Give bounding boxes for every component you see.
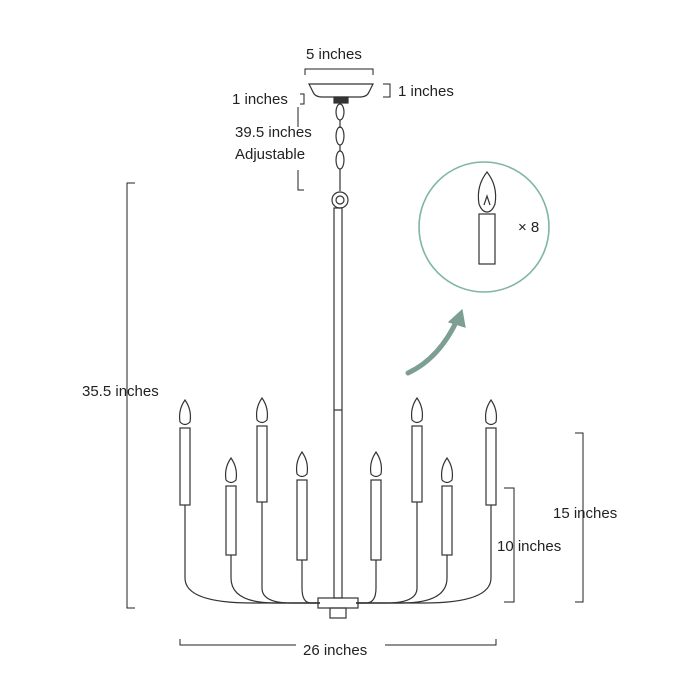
inner-height-label: 10 inches bbox=[497, 538, 562, 555]
bulb-icon bbox=[477, 171, 497, 265]
arm bbox=[356, 505, 492, 604]
arms bbox=[184, 502, 492, 604]
candle-sleeve bbox=[411, 425, 423, 503]
gap-bracket bbox=[297, 93, 305, 127]
arm bbox=[356, 502, 418, 604]
candles bbox=[178, 396, 498, 561]
width-label: 26 inches bbox=[303, 642, 368, 659]
arrow-icon bbox=[405, 315, 461, 376]
total-height-label: 35.5 inches bbox=[82, 383, 159, 400]
bulb-icon bbox=[410, 396, 424, 424]
chain bbox=[331, 103, 349, 209]
arm bbox=[356, 555, 448, 604]
canopy-width-bracket bbox=[304, 68, 374, 75]
canopy-width-label: 5 inches bbox=[306, 46, 362, 63]
candle bbox=[178, 398, 192, 506]
chain-note-label: Adjustable bbox=[235, 146, 306, 163]
outer-height-label: 15 inches bbox=[553, 505, 618, 522]
bulb-callout-circle bbox=[418, 161, 550, 293]
candle-sleeve bbox=[296, 479, 308, 561]
bulb-icon bbox=[224, 456, 238, 484]
total-height-bracket bbox=[126, 182, 135, 609]
outer-height-bracket bbox=[575, 432, 584, 603]
bulb-icon bbox=[255, 396, 269, 424]
canopy-height-bracket bbox=[383, 83, 391, 98]
bulb-icon bbox=[369, 450, 383, 478]
candle bbox=[224, 456, 238, 556]
chain-length-label: 39.5 inches bbox=[235, 124, 312, 141]
candle bbox=[440, 456, 454, 556]
arrow-head-icon bbox=[447, 308, 466, 328]
bulb-icon bbox=[178, 398, 192, 426]
bulb-icon bbox=[440, 456, 454, 484]
bulb-icon bbox=[484, 398, 498, 426]
center-rod bbox=[317, 207, 359, 619]
candle-sleeve bbox=[485, 427, 497, 506]
candle bbox=[369, 450, 383, 561]
inner-height-bracket bbox=[504, 487, 515, 603]
candle-sleeve bbox=[225, 485, 237, 556]
candle bbox=[295, 450, 309, 561]
canopy bbox=[308, 83, 374, 104]
candle-sleeve bbox=[179, 427, 191, 506]
canopy-height-label: 1 inches bbox=[398, 83, 454, 100]
bulb-count-label: × 8 bbox=[518, 219, 540, 236]
arm bbox=[261, 502, 320, 604]
canopy-gap-label: 1 inches bbox=[232, 91, 288, 108]
candle-sleeve bbox=[256, 425, 268, 503]
dimension-brackets bbox=[126, 68, 584, 646]
arm bbox=[184, 505, 320, 604]
candle bbox=[484, 398, 498, 506]
arm bbox=[230, 555, 320, 604]
candle-sleeve bbox=[441, 485, 453, 556]
candle bbox=[255, 396, 269, 503]
bulb-icon bbox=[295, 450, 309, 478]
arm bbox=[356, 560, 377, 604]
candle-sleeve bbox=[370, 479, 382, 561]
candle bbox=[410, 396, 424, 503]
arm bbox=[301, 560, 320, 604]
chain-bracket bbox=[297, 170, 304, 191]
width-bracket bbox=[179, 639, 497, 646]
